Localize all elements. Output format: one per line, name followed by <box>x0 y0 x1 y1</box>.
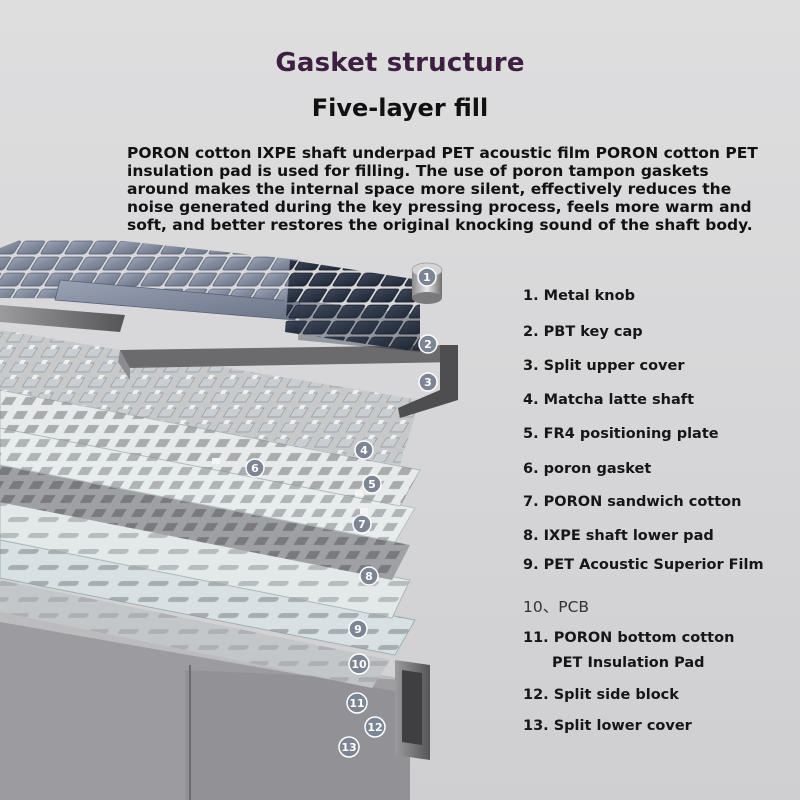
svg-text:13: 13 <box>341 741 356 754</box>
svg-text:7: 7 <box>358 518 366 531</box>
badge-8: 8 <box>359 566 379 586</box>
side-block-layer <box>395 660 430 760</box>
badge-4: 4 <box>354 440 374 460</box>
badge-5: 5 <box>362 474 382 494</box>
poron-bottom-layer <box>0 580 390 688</box>
page-title: Gasket structure <box>275 48 525 78</box>
legend-item-5: 5. FR4 positioning plate <box>523 426 719 442</box>
legend-item-4: 4. Matcha latte shaft <box>523 392 695 408</box>
switch-layer <box>0 330 420 465</box>
svg-text:8: 8 <box>365 570 373 583</box>
badge-11: 11 <box>346 692 368 714</box>
badge-6: 6 <box>245 458 265 478</box>
legend-item-11-line2: PET Insulation Pad <box>552 655 705 671</box>
legend-item-11-line1: 11. PORON bottom cotton <box>523 630 735 646</box>
keycap-layer <box>0 240 420 352</box>
svg-text:2: 2 <box>424 338 432 351</box>
legend-item-10: 10、PCB <box>523 598 590 616</box>
description-text: PORON cotton IXPE shaft underpad PET aco… <box>127 144 758 234</box>
legend-item-8: 8. IXPE shaft lower pad <box>523 528 714 544</box>
svg-text:1: 1 <box>423 271 431 284</box>
badge-7: 7 <box>352 514 372 534</box>
fr4-plate-layer <box>0 389 421 514</box>
legend-item-11: 11. PORON bottom cotton PET Insulation P… <box>523 630 734 671</box>
badge-12: 12 <box>364 716 386 738</box>
svg-text:3: 3 <box>424 376 432 389</box>
badge-10: 10 <box>348 653 370 675</box>
exploded-keyboard-illustration: 1 2 3 4 5 6 7 8 9 10 11 12 13 <box>0 240 458 800</box>
legend-item-9: 9. PET Acoustic Superior Film <box>523 557 764 573</box>
badge-9: 9 <box>348 619 368 639</box>
svg-text:4: 4 <box>360 444 368 457</box>
legend-item-13: 13. Split lower cover <box>523 718 692 734</box>
svg-text:6: 6 <box>251 462 259 475</box>
page-subtitle: Five-layer fill <box>311 94 489 122</box>
svg-text:11: 11 <box>349 697 364 710</box>
legend-item-7: 7. PORON sandwich cotton <box>523 494 742 510</box>
badge-13: 13 <box>338 736 360 758</box>
upper-cover-layer <box>0 305 458 418</box>
legend-item-12: 12. Split side block <box>523 687 679 703</box>
legend-item-1: 1. Metal knob <box>523 288 635 304</box>
badge-3: 3 <box>418 372 438 392</box>
badge-2: 2 <box>418 334 438 354</box>
legend-item-2: 2. PBT key cap <box>523 324 643 340</box>
legend-item-3: 3. Split upper cover <box>523 358 685 374</box>
svg-text:5: 5 <box>368 478 376 491</box>
svg-text:12: 12 <box>367 721 382 734</box>
ixpe-layer <box>0 465 410 580</box>
badge-1: 1 <box>417 267 437 287</box>
svg-text:10: 10 <box>351 658 367 671</box>
svg-text:9: 9 <box>354 623 362 636</box>
legend-item-6: 6. poron gasket <box>523 461 652 477</box>
